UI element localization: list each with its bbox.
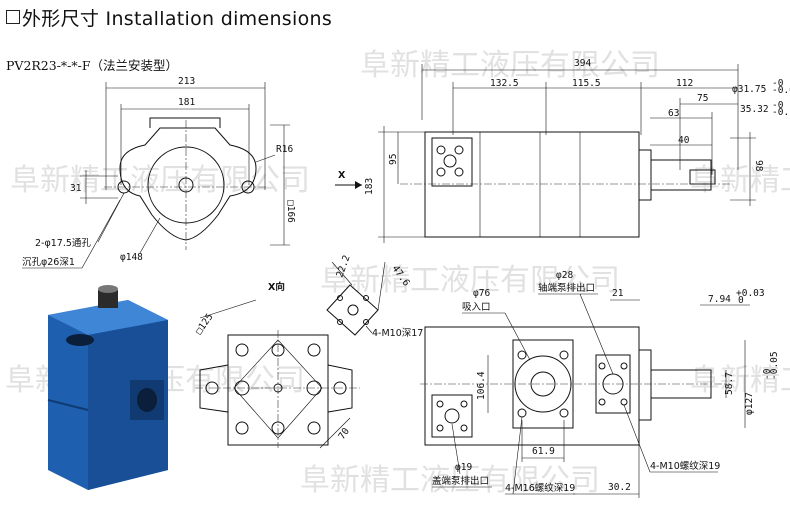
dim-63: 63	[668, 108, 679, 119]
watermark-1: 阜新精工液压有限公司	[360, 48, 660, 83]
bottom-view: φ28 轴端泵排出口 φ76 吸入口 21 7.94 +0.03 0 58.7 …	[420, 270, 780, 498]
dim-31: 31	[70, 183, 82, 194]
dim-d31-tol-a: -0	[772, 78, 784, 89]
dim-394: 394	[574, 58, 591, 69]
dim-106-4: 106.4	[476, 371, 487, 400]
watermark-6: 阜新精工液压有限公司	[690, 363, 790, 398]
dim-70: 70	[336, 426, 352, 442]
note-counterbore: 沉孔φ26深1	[22, 257, 75, 268]
bottom-body	[424, 326, 640, 446]
dim-58-7: 58.7	[724, 372, 735, 395]
x-view-title: X向	[268, 281, 285, 293]
note-shaft-outlet: 轴端泵排出口	[538, 282, 595, 294]
front-view: 213 181 R16 31 □166 2-φ17.5通孔 沉孔φ26深1	[22, 76, 296, 269]
dim-21: 21	[612, 288, 624, 299]
note-suction: 吸入口	[462, 302, 491, 313]
dim-115-5: 115.5	[572, 78, 601, 89]
dim-132-5: 132.5	[490, 78, 519, 89]
watermark-3: 阜新精工液压有限公司	[690, 163, 790, 198]
dim-75: 75	[697, 93, 708, 104]
dim-40: 40	[678, 135, 690, 146]
dim-61-9: 61.9	[532, 446, 555, 457]
dim-7-94-tol-a: +0.03	[736, 288, 765, 299]
watermark-2: 阜新精工液压有限公司	[10, 163, 310, 198]
dim-95: 95	[388, 154, 399, 165]
dim-d127-tol-a: -0	[762, 368, 773, 380]
dim-d76: φ76	[473, 288, 490, 299]
dim-d148: φ148	[120, 252, 143, 263]
note-m16-thread: 4-M16螺纹深19	[505, 482, 575, 494]
dim-98: 98	[753, 160, 764, 172]
dim-7-94: 7.94	[708, 294, 731, 305]
header-checkbox-glyph	[6, 10, 20, 24]
dim-d31-75: φ31.75	[732, 84, 766, 95]
x-direction-label: X	[338, 170, 346, 181]
dim-7-94-tol-b: 0	[738, 295, 744, 306]
dim-181: 181	[178, 97, 195, 108]
cover-outlet-port	[444, 408, 460, 424]
dim-125: □125	[193, 312, 215, 337]
flange-outline	[119, 127, 257, 241]
dim-183: 183	[364, 178, 375, 195]
dim-d28: φ28	[556, 270, 573, 281]
note-m10-thread: 4-M10螺纹深19	[650, 460, 720, 472]
note-m10-depth17: 4-M10深17	[372, 328, 423, 339]
page-title: 外形尺寸 Installation dimensions	[22, 8, 333, 30]
dim-35-tol-a: -0	[772, 100, 784, 111]
watermark-4: 阜新精工液压有限公司	[320, 263, 620, 298]
pump-shaft	[98, 290, 118, 308]
note-through-holes: 2-φ17.5通孔	[35, 238, 91, 249]
body-top	[149, 117, 221, 128]
dim-d127-tol-b: -0.05	[769, 351, 780, 380]
port-detail	[326, 284, 379, 336]
dim-d31-tol-b: -0.05	[772, 85, 790, 96]
dim-112: 112	[676, 78, 693, 89]
dim-166: □166	[285, 200, 296, 223]
side-cover-port	[431, 137, 473, 187]
pump-photo	[47, 285, 168, 490]
model-subtitle: PV2R23-*-*-F（法兰安装型）	[6, 58, 179, 73]
dim-d127: φ127	[744, 392, 755, 415]
dim-r16: R16	[276, 144, 293, 155]
side-view: 394 132.5 115.5 112 75 63 40 φ31.75 -0 -…	[335, 58, 790, 243]
dim-d19: φ19	[455, 462, 472, 473]
watermark-7: 阜新精工液压有限公司	[300, 463, 600, 498]
dim-35-32: 35.32	[740, 104, 769, 115]
shaft-key	[689, 169, 716, 185]
side-body	[424, 131, 640, 238]
dim-213: 213	[178, 76, 195, 87]
note-cover-outlet: 盖端泵排出口	[432, 475, 489, 487]
dim-35-tol-b: -0.18	[772, 107, 790, 118]
dim-30-2: 30.2	[608, 482, 631, 493]
